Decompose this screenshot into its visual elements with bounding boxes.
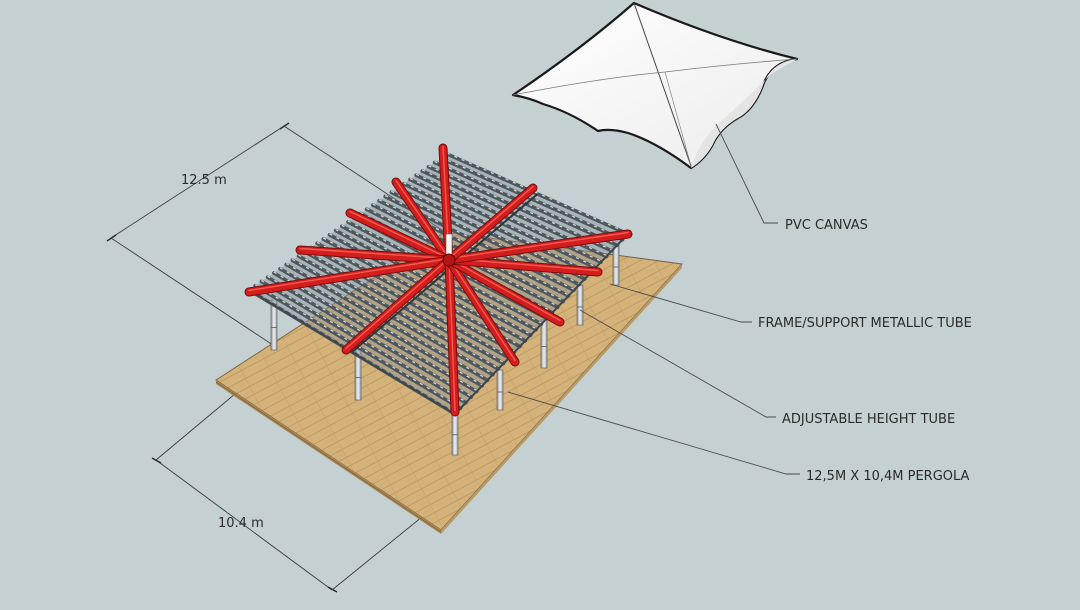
red-support-beam-highlight	[395, 179, 450, 260]
red-support-beam	[445, 256, 564, 326]
post	[270, 299, 278, 351]
red-support-beam-highlight	[345, 257, 450, 350]
canvas-leader	[715, 123, 778, 224]
red-support-beam	[342, 256, 453, 354]
pergola-size-label: 12,5M X 10,4M PERGOLA	[806, 469, 970, 484]
length-dimension-line	[110, 125, 285, 239]
length-dimension: 12.5 m	[106, 122, 446, 354]
roof-slat-highlight	[292, 258, 494, 375]
red-support-beam-highlight	[349, 210, 450, 260]
red-support-beam-highlight	[248, 257, 450, 292]
central-hub	[442, 253, 456, 267]
adjustable-leader	[579, 309, 776, 418]
width-tick-start	[151, 457, 162, 464]
roof-edge-rail	[454, 233, 629, 415]
pergola-leader	[507, 391, 800, 475]
roof-ridge	[351, 193, 539, 353]
frame-support-beams	[244, 143, 633, 417]
roof-slat-highlight	[409, 177, 596, 268]
roof-slat-highlight	[335, 228, 531, 335]
frame-leader	[609, 283, 752, 323]
canvas-ridge-line	[633, 2, 692, 167]
red-support-beam-highlight	[448, 185, 534, 260]
length-extension-line-1	[110, 237, 286, 354]
roof-slat-highlight	[279, 267, 483, 386]
red-support-beam	[445, 256, 519, 366]
roof-slat-highlight	[446, 152, 629, 234]
post	[540, 319, 548, 369]
roof-slat-highlight	[403, 182, 591, 273]
roof-slat-highlight	[366, 207, 558, 307]
leader-lines	[507, 123, 800, 475]
pvc-canvas-label: PVC CANVAS	[785, 218, 868, 233]
post	[496, 369, 504, 411]
red-support-beam	[245, 256, 453, 296]
adjustable-tube-label: ADJUSTABLE HEIGHT TUBE	[782, 412, 955, 427]
red-support-beam	[346, 209, 453, 264]
red-support-beam	[296, 246, 453, 264]
post	[612, 244, 620, 286]
red-support-beam	[392, 178, 453, 264]
roof-slat-highlight	[428, 165, 613, 251]
red-support-beam-highlight	[448, 231, 629, 260]
red-support-beam	[445, 256, 602, 276]
width-label: 10.4 m	[218, 516, 264, 531]
post	[576, 284, 584, 326]
length-label: 12.5 m	[181, 173, 227, 188]
frame-tube-label: FRAME/SUPPORT METALLIC TUBE	[758, 316, 972, 331]
red-support-beam-highlight	[299, 247, 450, 260]
red-support-beam-highlight	[448, 257, 456, 412]
width-dimension-line	[155, 459, 333, 591]
roof-slat-highlight	[440, 156, 623, 240]
adjustable-height-posts	[270, 244, 620, 456]
red-support-beam	[445, 184, 537, 264]
post	[451, 409, 459, 456]
post	[354, 349, 362, 401]
pvc-canvas	[511, 1, 799, 170]
roof-slat-highlight	[434, 160, 618, 245]
red-support-beam	[445, 230, 632, 264]
red-support-beam-highlight	[448, 257, 561, 322]
red-support-beam-highlight	[448, 257, 516, 362]
